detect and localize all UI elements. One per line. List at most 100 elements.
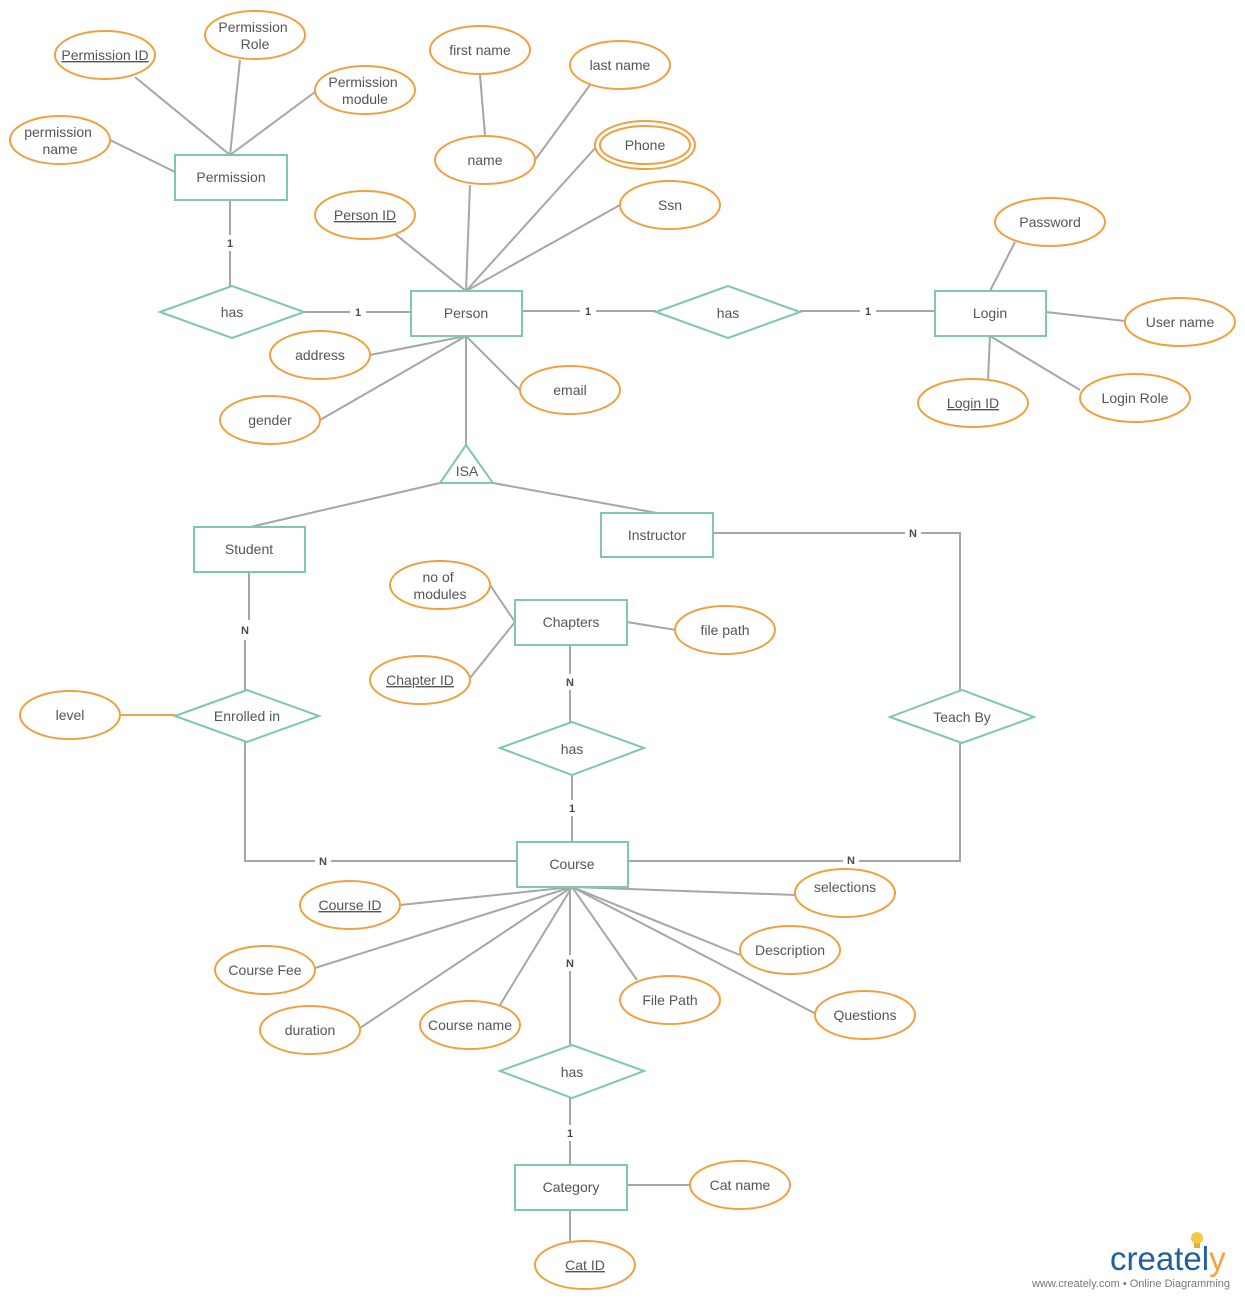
attribute-cat-id[interactable]: Cat ID (534, 1240, 636, 1290)
attribute-file-path-course[interactable]: File Path (619, 975, 721, 1025)
entity-permission[interactable]: Permission (174, 154, 288, 201)
attribute-permission-module[interactable]: Permission module (314, 65, 416, 115)
attribute-label: Course name (428, 1017, 512, 1033)
attribute-label: Questions (833, 1007, 896, 1023)
entities: Permission Person Login Student Instruct… (174, 154, 1047, 1211)
attribute-gender[interactable]: gender (219, 395, 321, 445)
attribute-label: Login ID (947, 395, 999, 411)
svg-text:permission name: permission name (24, 124, 96, 157)
connector-email (465, 335, 521, 391)
isa-triangle[interactable]: ISA (438, 443, 495, 484)
cardinality-label: N (909, 528, 917, 540)
relationship-label: Enrolled in (214, 708, 280, 724)
attribute-permission-id[interactable]: Permission ID (54, 30, 156, 80)
entity-person[interactable]: Person (410, 290, 523, 337)
attribute-user-name[interactable]: User name (1124, 297, 1236, 347)
attribute-label: Password (1019, 214, 1080, 230)
attribute-permission-name[interactable]: permission name (9, 115, 111, 165)
attribute-address[interactable]: address (269, 330, 371, 380)
connector-user-name (1045, 311, 1126, 322)
cardinality-label: N (566, 677, 574, 689)
entity-category[interactable]: Category (514, 1164, 628, 1211)
connector-name (465, 184, 471, 292)
brand-name-end: y (1209, 1240, 1226, 1277)
attribute-chapter-id[interactable]: Chapter ID (369, 655, 471, 705)
attribute-label: Person ID (334, 207, 396, 223)
entity-label: Instructor (628, 527, 687, 543)
connector-duration (359, 886, 573, 1029)
attribute-course-id[interactable]: Course ID (299, 880, 401, 930)
attribute-permission-role[interactable]: Permission Role (204, 10, 306, 60)
entity-chapters[interactable]: Chapters (514, 599, 628, 646)
attribute-cat-name[interactable]: Cat name (689, 1160, 791, 1210)
entity-label: Person (444, 305, 488, 321)
attribute-label: Ssn (658, 197, 682, 213)
brand-name-main: createl (1110, 1240, 1209, 1277)
brand-name: creately (1110, 1240, 1226, 1277)
attribute-email[interactable]: email (519, 365, 621, 415)
attribute-label: no of (422, 569, 453, 585)
relationship-enrolled-in[interactable]: Enrolled in (172, 688, 322, 744)
attribute-course-name[interactable]: Course name (419, 1000, 521, 1050)
attribute-label: Role (241, 36, 270, 52)
connector-permission-module (229, 91, 316, 156)
attribute-no-of-modules[interactable]: no of modules (389, 560, 491, 610)
attribute-course-fee[interactable]: Course Fee (214, 945, 316, 995)
attribute-ssn[interactable]: Ssn (619, 180, 721, 230)
attribute-label: Permission (218, 19, 287, 35)
attribute-label: name (42, 141, 77, 157)
relationship-chapters-has[interactable]: has (497, 720, 647, 777)
connector-person-id (394, 233, 467, 292)
attribute-file-path-chapter[interactable]: file path (674, 605, 776, 655)
attribute-label: last name (590, 57, 651, 73)
connector-permission-role (229, 59, 241, 156)
attribute-label: Phone (625, 137, 666, 153)
cardinality-label: 1 (355, 307, 361, 319)
attribute-label: Course Fee (228, 962, 301, 978)
attribute-questions[interactable]: Questions (814, 990, 916, 1040)
attribute-last-name[interactable]: last name (569, 40, 671, 90)
attribute-person-id[interactable]: Person ID (314, 190, 416, 240)
cardinality-label: 1 (569, 803, 575, 815)
attribute-level[interactable]: level (19, 690, 121, 740)
relationship-teach-by[interactable]: Teach By (887, 688, 1037, 745)
relationship-login-has[interactable]: has (653, 284, 803, 340)
creately-logo: creately www.creately.com • Online Diagr… (1031, 1232, 1230, 1290)
entity-student[interactable]: Student (193, 526, 306, 573)
attribute-selections[interactable]: selections (794, 868, 896, 918)
attribute-name[interactable]: name (434, 135, 536, 185)
relationships: has has Enrolled in has Teach By has ISA (157, 284, 1037, 1100)
entity-login[interactable]: Login (934, 290, 1047, 337)
connector-permission-name (109, 139, 176, 173)
entity-course[interactable]: Course (516, 841, 629, 888)
attribute-label: duration (285, 1022, 336, 1038)
attribute-label: modules (414, 586, 467, 602)
lightbulb-icon (1191, 1232, 1203, 1248)
svg-text:Permission module: Permission module (328, 74, 401, 107)
connector-enrolled-course (244, 742, 517, 862)
cardinality-label: N (241, 625, 249, 637)
connector-course-id (399, 886, 573, 906)
relationship-permission-has[interactable]: has (157, 284, 307, 340)
connector-gender (319, 335, 467, 421)
entity-instructor[interactable]: Instructor (600, 512, 714, 558)
connector-login-role (989, 335, 1081, 391)
connector-teach-course (628, 743, 961, 862)
attribute-login-role[interactable]: Login Role (1079, 373, 1191, 423)
attribute-label: module (342, 91, 388, 107)
attribute-first-name[interactable]: first name (429, 25, 531, 75)
cardinality-label: N (319, 856, 327, 868)
svg-text:Permission Role: Permission Role (218, 19, 291, 52)
attribute-description[interactable]: Description (739, 925, 841, 975)
attribute-label: email (553, 382, 586, 398)
connector-phone (465, 145, 598, 292)
relationship-category-has[interactable]: has (497, 1043, 647, 1100)
attribute-label: Cat name (710, 1177, 771, 1193)
connector-description (571, 886, 741, 956)
attribute-login-id[interactable]: Login ID (917, 378, 1029, 428)
attribute-phone-multivalued[interactable]: Phone (594, 120, 696, 170)
attribute-duration[interactable]: duration (259, 1005, 361, 1055)
connector-isa-student (249, 482, 441, 528)
entity-label: Login (973, 305, 1007, 321)
attribute-password[interactable]: Password (994, 197, 1106, 247)
